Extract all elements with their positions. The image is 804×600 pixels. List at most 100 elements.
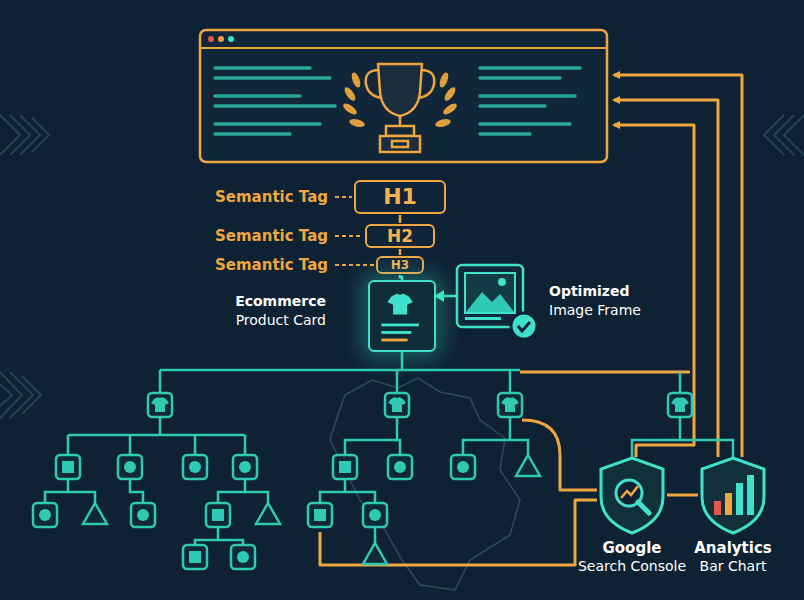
tree-node-icon [183,455,207,479]
tree-node-icon [516,455,540,476]
circle-icon [369,509,381,521]
tool-title: Analytics [694,539,771,558]
picture-area [465,273,515,313]
tree-link [130,479,143,503]
bar [736,483,743,515]
tree-link [463,417,510,455]
heading-plaque: H2Semantic Tag [365,224,435,248]
circle-icon [239,461,251,473]
tree-node-icon [451,455,475,479]
card-title: Ecommerce [235,292,326,311]
sun [498,278,506,286]
shield-label: GoogleSearch Console [578,539,686,575]
square-icon [212,509,224,521]
tree-node-icon [206,503,230,527]
card-label: EcommerceProduct Card [235,292,326,330]
circle-icon [237,551,249,563]
tree-link [159,417,162,435]
leader-line [335,196,352,198]
tree-link [680,440,733,457]
image-frame-graphic [456,264,524,328]
tree-link [68,434,245,437]
tree-node-box [131,503,155,527]
product-card: EcommerceProduct Card [368,280,436,352]
shirt-icon [671,397,689,412]
tree-link [509,370,512,393]
search-console-shield: GoogleSearch Console [597,455,667,535]
plaque-label: Semantic Tag [215,227,328,245]
shirt-icon [151,397,169,412]
heading-plaque: H3Semantic Tag [376,256,424,274]
shield-graphic [597,455,667,535]
tree-link [194,435,197,455]
shield-label: AnalyticsBar Chart [694,539,771,575]
frame-label: OptimizedImage Frame [549,282,641,320]
tree-link [401,352,404,370]
tree-node-box [183,455,207,479]
tree-link [160,369,520,372]
plaque-label: Semantic Tag [215,188,328,206]
tree-link [245,492,268,503]
tree-link [45,479,68,503]
square-icon [189,551,201,563]
square-icon [62,461,74,473]
tree-node-icon [363,543,387,564]
plaque-label: Semantic Tag [215,256,328,274]
card-graphic [370,282,434,350]
tree-link [129,435,132,455]
tree-link [396,370,399,393]
tree-node-box [233,455,257,479]
tree-link [67,435,70,455]
tree-node-box [363,503,387,527]
triangle-node [83,503,107,524]
tree-node-box [388,455,412,479]
tree-node-icon [131,503,155,527]
tag-level: H1 [383,186,417,208]
tree-node-icon [668,393,692,417]
tree-node-box [148,393,172,417]
tool-subtitle: Bar Chart [694,558,771,576]
shield-graphic [698,455,768,535]
tree-node-icon [56,455,80,479]
caption-line [465,317,501,320]
tree-node-icon [333,455,357,479]
bar [725,493,732,515]
tree-node-icon [498,393,522,417]
frame-title: Optimized [549,282,641,301]
tree-node-box [498,393,522,417]
tree-node-box [385,393,409,417]
bar [747,475,754,515]
circle-icon [124,461,136,473]
circle-icon [137,509,149,521]
tag-level: H3 [391,259,409,271]
trend-line [621,486,638,498]
circle-icon [394,461,406,473]
tree-node-icon [148,393,172,417]
connector [399,214,402,224]
tree-node-box [206,503,230,527]
mountain [466,292,514,312]
shield-outline [601,458,663,533]
tree-node-icon [388,455,412,479]
connector [436,295,456,298]
circle-icon [39,509,51,521]
square-icon [339,461,351,473]
tree-link [320,479,345,503]
tree-node-icon [231,545,255,569]
magnifier-handle [638,502,649,513]
connector [399,248,402,256]
tool-subtitle: Search Console [578,558,686,576]
tree-node-icon [83,503,107,524]
tree-node-box [668,393,692,417]
tree-link [159,370,162,393]
tree-node-box [308,503,332,527]
tool-title: Google [578,539,686,558]
triangle-node [516,455,540,476]
tree-link [218,479,245,503]
leader-line [335,264,374,266]
tree-node-icon [308,503,332,527]
tree-link [679,372,682,393]
tree-node-box [333,455,357,479]
frame-subtitle: Image Frame [549,301,641,320]
